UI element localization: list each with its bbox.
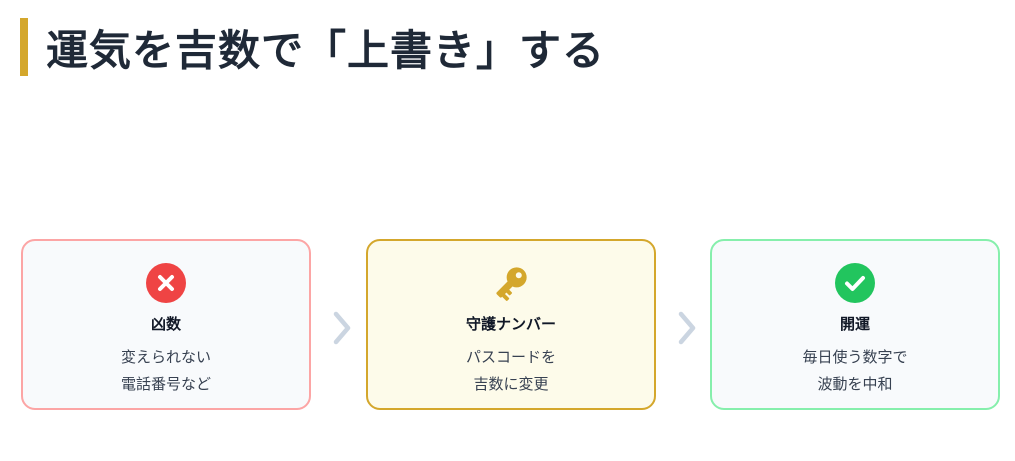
- description-line: 毎日使う数字で: [802, 348, 908, 366]
- description-line: 波動を中和: [817, 375, 893, 393]
- page-title: 運気を吉数で「上書き」する: [46, 25, 606, 75]
- flow-card-guardian-number: 守護ナンバー パスコードを 吉数に変更: [366, 239, 656, 410]
- chevron-right-icon: [328, 308, 356, 348]
- chevron-right-icon: [673, 308, 701, 348]
- description-line: 変えられない: [120, 348, 211, 366]
- description-line: パスコードを: [465, 348, 556, 366]
- flow-card-title: 守護ナンバー: [465, 315, 556, 333]
- flow-card-good-fortune: 開運 毎日使う数字で 波動を中和: [710, 239, 1000, 410]
- flow-card-title: 凶数: [150, 315, 181, 333]
- flow-card-description: パスコードを 吉数に変更: [466, 344, 556, 398]
- description-line: 電話番号など: [120, 375, 211, 393]
- page-heading: 運気を吉数で「上書き」する: [20, 18, 605, 76]
- flow-card-bad-number: 凶数 変えられない 電話番号など: [21, 239, 311, 410]
- check-circle-icon: [833, 261, 877, 305]
- key-icon: [489, 261, 533, 305]
- title-accent-bar: [20, 18, 28, 76]
- flow-card-description: 毎日使う数字で 波動を中和: [802, 344, 907, 398]
- flow-card-title: 開運: [839, 315, 870, 333]
- description-line: 吉数に変更: [473, 375, 549, 393]
- flow-card-description: 変えられない 電話番号など: [121, 344, 211, 398]
- x-circle-icon: [144, 261, 188, 305]
